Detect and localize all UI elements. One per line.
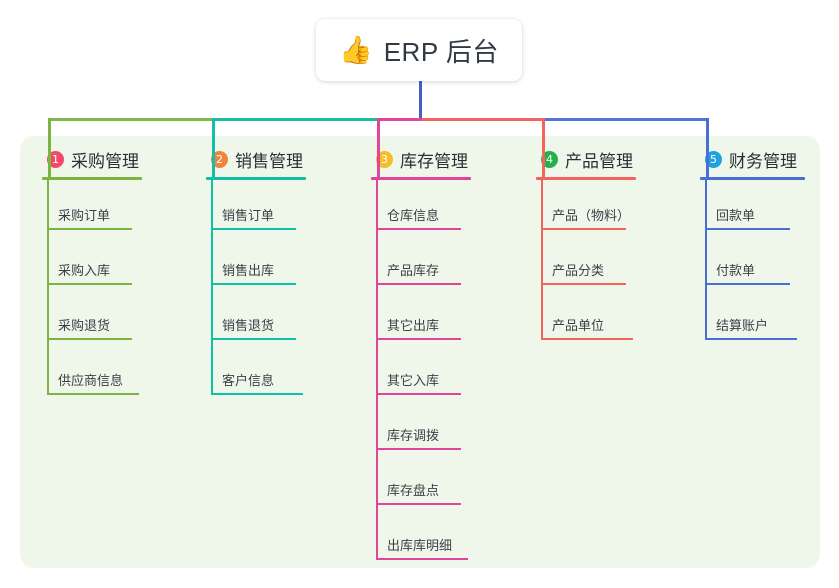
leaf-underline <box>705 228 790 230</box>
leaf-underline <box>376 283 461 285</box>
branch-header-2[interactable]: 2 销售管理 <box>211 147 303 172</box>
leaf-label[interactable]: 采购入库 <box>58 263 111 278</box>
leaf-underline <box>376 228 461 230</box>
branch-underline-1 <box>42 177 142 180</box>
branch-badge-1: 1 <box>47 151 64 168</box>
leaf-label[interactable]: 销售出库 <box>222 263 275 278</box>
branch-header-3[interactable]: 3 库存管理 <box>376 147 468 172</box>
branch-badge-2: 2 <box>211 151 228 168</box>
leaf-label[interactable]: 库存盘点 <box>387 483 440 498</box>
branch-spine-2 <box>211 177 213 395</box>
bus-segment-5 <box>419 118 709 121</box>
leaf-underline <box>47 393 139 395</box>
branch-badge-5: 5 <box>705 151 722 168</box>
branch-spine-4 <box>541 177 543 340</box>
leaf-label[interactable]: 其它出库 <box>387 318 440 333</box>
branch-spine-3 <box>376 177 378 560</box>
leaf-underline <box>376 503 461 505</box>
branch-drop-5 <box>706 118 709 177</box>
leaf-label[interactable]: 产品单位 <box>552 318 605 333</box>
leaf-underline <box>705 283 790 285</box>
leaf-label[interactable]: 销售订单 <box>222 208 275 223</box>
bus-segment-4 <box>419 118 545 121</box>
leaf-label[interactable]: 产品库存 <box>387 263 440 278</box>
leaf-label[interactable]: 采购退货 <box>58 318 111 333</box>
branch-underline-4 <box>536 177 636 180</box>
leaf-label[interactable]: 出库库明细 <box>387 538 453 553</box>
leaf-underline <box>541 338 633 340</box>
leaf-underline <box>376 393 461 395</box>
branch-title-5: 财务管理 <box>729 152 797 171</box>
branch-badge-3: 3 <box>376 151 393 168</box>
leaf-label[interactable]: 其它入库 <box>387 373 440 388</box>
leaf-underline <box>211 338 296 340</box>
leaf-label[interactable]: 回款单 <box>716 208 756 223</box>
branch-drop-3 <box>377 118 380 177</box>
leaf-label[interactable]: 产品（物料） <box>552 208 631 223</box>
bus-segment-3 <box>377 118 422 121</box>
leaf-label[interactable]: 产品分类 <box>552 263 605 278</box>
leaf-underline <box>705 338 797 340</box>
branch-title-3: 库存管理 <box>400 152 468 171</box>
leaf-underline <box>541 283 626 285</box>
branch-badge-4: 4 <box>541 151 558 168</box>
root-node[interactable]: 👍 ERP 后台 <box>316 19 522 81</box>
leaf-underline <box>47 283 132 285</box>
leaf-underline <box>541 228 626 230</box>
leaf-underline <box>376 448 461 450</box>
branch-underline-5 <box>700 177 805 180</box>
leaf-label[interactable]: 结算账户 <box>716 318 769 333</box>
leaf-label[interactable]: 仓库信息 <box>387 208 440 223</box>
root-stem-connector <box>419 81 422 121</box>
leaf-label[interactable]: 销售退货 <box>222 318 275 333</box>
branch-header-4[interactable]: 4 产品管理 <box>541 147 633 172</box>
leaf-underline <box>47 228 132 230</box>
branch-header-1[interactable]: 1 采购管理 <box>47 147 139 172</box>
branch-drop-4 <box>542 118 545 177</box>
leaf-underline <box>376 338 461 340</box>
leaf-label[interactable]: 客户信息 <box>222 373 275 388</box>
bus-segment-2 <box>212 118 422 121</box>
leaf-label[interactable]: 付款单 <box>716 263 756 278</box>
leaf-underline <box>211 283 296 285</box>
branches-panel <box>20 136 820 568</box>
leaf-underline <box>376 558 468 560</box>
leaf-underline <box>47 338 132 340</box>
root-title: ERP 后台 <box>383 36 499 67</box>
branch-title-2: 销售管理 <box>235 152 303 171</box>
branch-drop-1 <box>48 118 51 177</box>
thumbs-up-icon: 👍 <box>339 34 373 65</box>
leaf-underline <box>211 228 296 230</box>
branch-underline-2 <box>206 177 306 180</box>
branch-header-5[interactable]: 5 财务管理 <box>705 147 797 172</box>
branch-title-1: 采购管理 <box>71 152 139 171</box>
branch-spine-5 <box>705 177 707 340</box>
leaf-label[interactable]: 供应商信息 <box>58 373 124 388</box>
branch-underline-3 <box>371 177 471 180</box>
leaf-label[interactable]: 采购订单 <box>58 208 111 223</box>
branch-title-4: 产品管理 <box>565 152 633 171</box>
branch-spine-1 <box>47 177 49 395</box>
leaf-underline <box>211 393 303 395</box>
leaf-label[interactable]: 库存调拨 <box>387 428 440 443</box>
branch-drop-2 <box>212 118 215 177</box>
